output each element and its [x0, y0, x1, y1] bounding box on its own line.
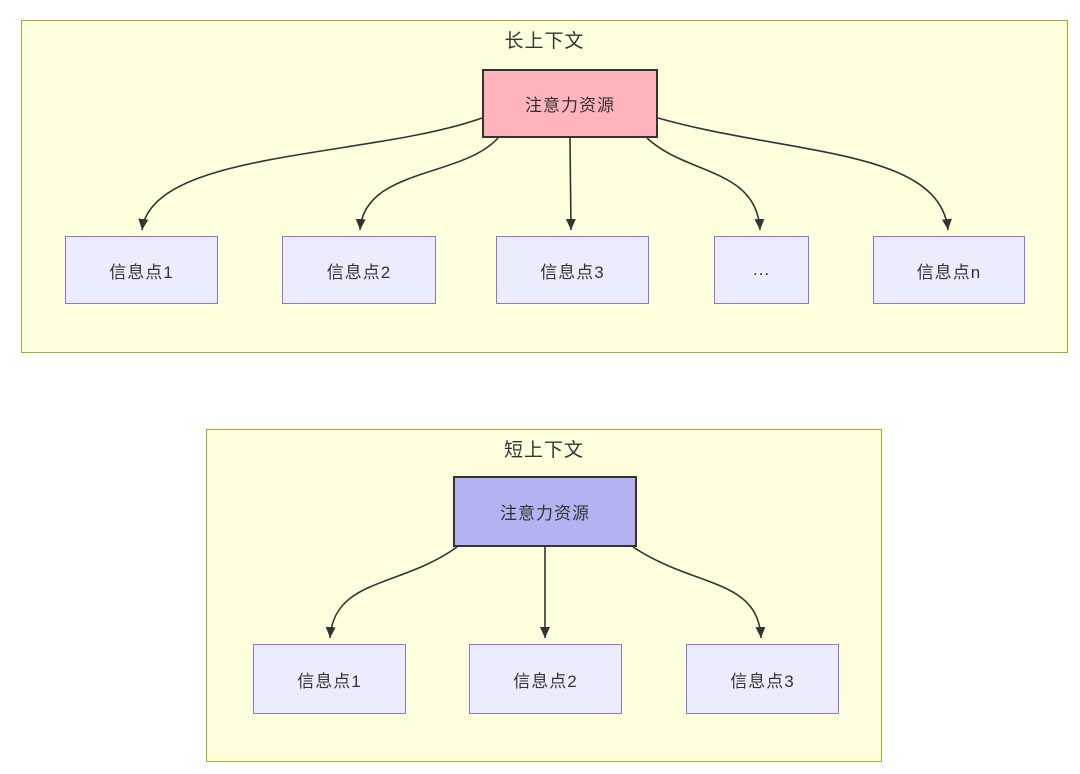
short-info-node-1: 信息点1: [253, 644, 406, 714]
long-attention-node: 注意力资源: [482, 69, 658, 138]
short-attention-node: 注意力资源: [453, 476, 637, 547]
long-info-node-2: 信息点2: [282, 236, 436, 304]
long-info-node-ellipsis: ...: [714, 236, 809, 304]
long-info-node-3: 信息点3: [496, 236, 649, 304]
long-context-title: 长上下文: [504, 31, 585, 52]
short-context-title: 短上下文: [503, 440, 584, 461]
long-info-node-1: 信息点1: [65, 236, 218, 304]
short-info-node-2: 信息点2: [469, 644, 622, 714]
long-info-node-n: 信息点n: [873, 236, 1025, 304]
short-info-node-3: 信息点3: [686, 644, 839, 714]
